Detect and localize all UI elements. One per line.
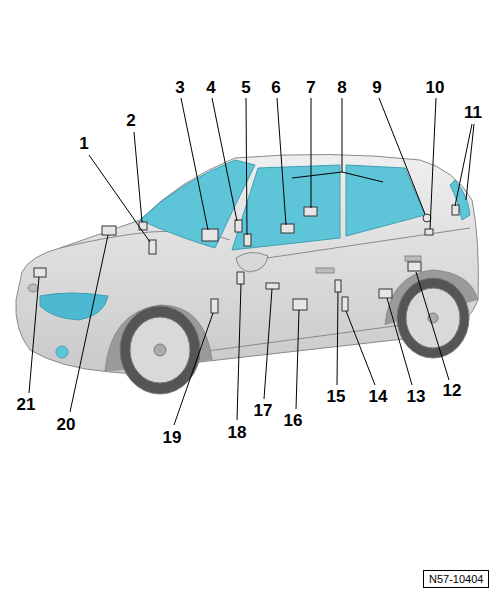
callout-number: 20 [57,416,76,433]
callout-number: 12 [443,382,462,399]
callout-number: 18 [228,424,247,441]
callout-number: 3 [175,79,184,96]
figure-reference-box: N57-10404 [423,570,489,588]
callout-number: 7 [306,79,315,96]
callout-number: 5 [241,79,250,96]
callout-number: 6 [271,79,280,96]
callout-number: 15 [327,388,346,405]
callout-number: 21 [17,396,36,413]
callout-number: 2 [126,112,135,129]
callout-number: 10 [426,79,445,96]
callout-number: 1 [79,135,88,152]
callout-number: 11 [464,104,482,121]
door-handles [316,256,421,273]
callout-number: 17 [254,402,273,419]
headlight [28,284,108,358]
callout-number: 13 [407,388,426,405]
callout-number: 4 [206,79,215,96]
callout-number: 19 [163,429,182,446]
callout-number: 16 [284,412,303,429]
callout-number: 9 [372,79,381,96]
leader-lines [29,98,474,425]
windows [140,160,470,250]
figure-number: N57-10404 [429,573,483,585]
mirror [236,252,268,272]
wheels [120,278,469,394]
callout-number: 14 [369,388,388,405]
callout-number: 8 [337,79,346,96]
